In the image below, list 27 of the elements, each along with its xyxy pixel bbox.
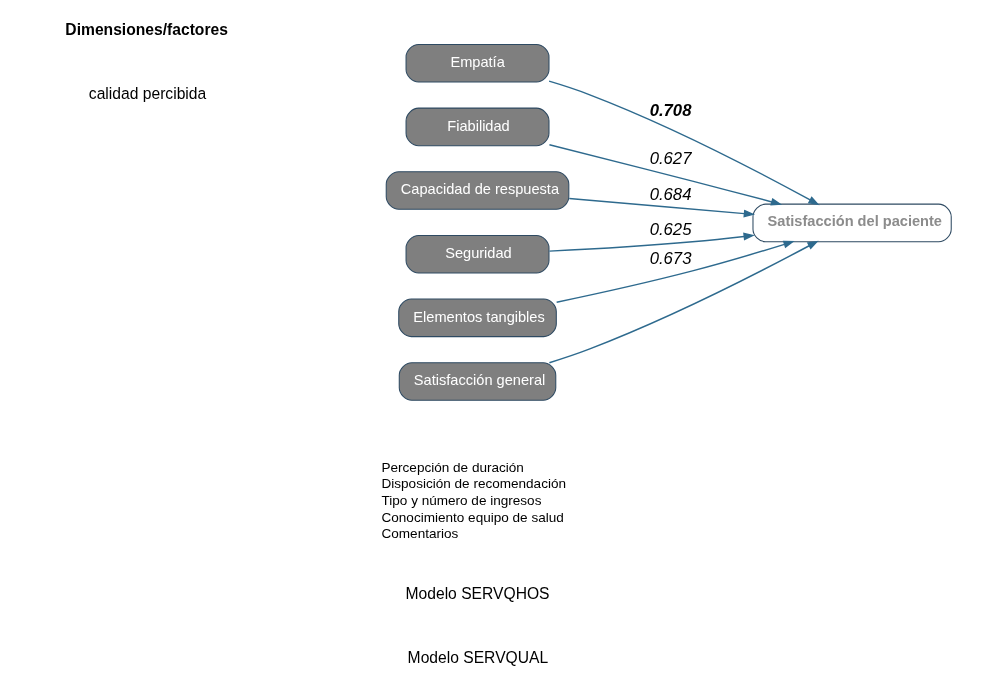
node-box: Satisfacción del paciente xyxy=(752,203,952,242)
arrow xyxy=(555,240,795,303)
arrow xyxy=(548,232,755,252)
label: Modelo SERVQUAL xyxy=(407,648,549,666)
arrow xyxy=(548,240,819,363)
node-label: Percepción de duración xyxy=(381,459,524,475)
edge-label: 0.684 xyxy=(649,184,692,204)
edge-label: 0.673 xyxy=(649,248,692,268)
node-label: Tipo y número de ingresos xyxy=(381,492,542,508)
arrow xyxy=(548,79,820,205)
node-box: Fiabilidad xyxy=(405,107,550,146)
node-box: Capacidad de respuesta xyxy=(385,170,570,210)
node-label: Conocimiento equipo de salud xyxy=(381,509,564,525)
edge-label: 0.708 xyxy=(649,100,692,120)
node-box: Empatía xyxy=(405,43,550,83)
edge-label: 0.627 xyxy=(649,148,692,168)
node-box: Seguridad xyxy=(405,234,550,273)
node-box: Elementos tangibles xyxy=(398,298,557,337)
label: calidad percibida xyxy=(88,84,207,102)
node-label: Comentarios xyxy=(381,525,459,541)
node-box: Satisfacción general xyxy=(398,361,557,401)
label: Modelo SERVQHOS xyxy=(405,584,550,602)
node-label: Disposición de recomendación xyxy=(381,475,567,491)
arrow xyxy=(568,197,756,218)
edge-label: 0.625 xyxy=(649,219,692,239)
arrow xyxy=(548,143,783,206)
label: Dimensiones/factores xyxy=(65,20,228,38)
